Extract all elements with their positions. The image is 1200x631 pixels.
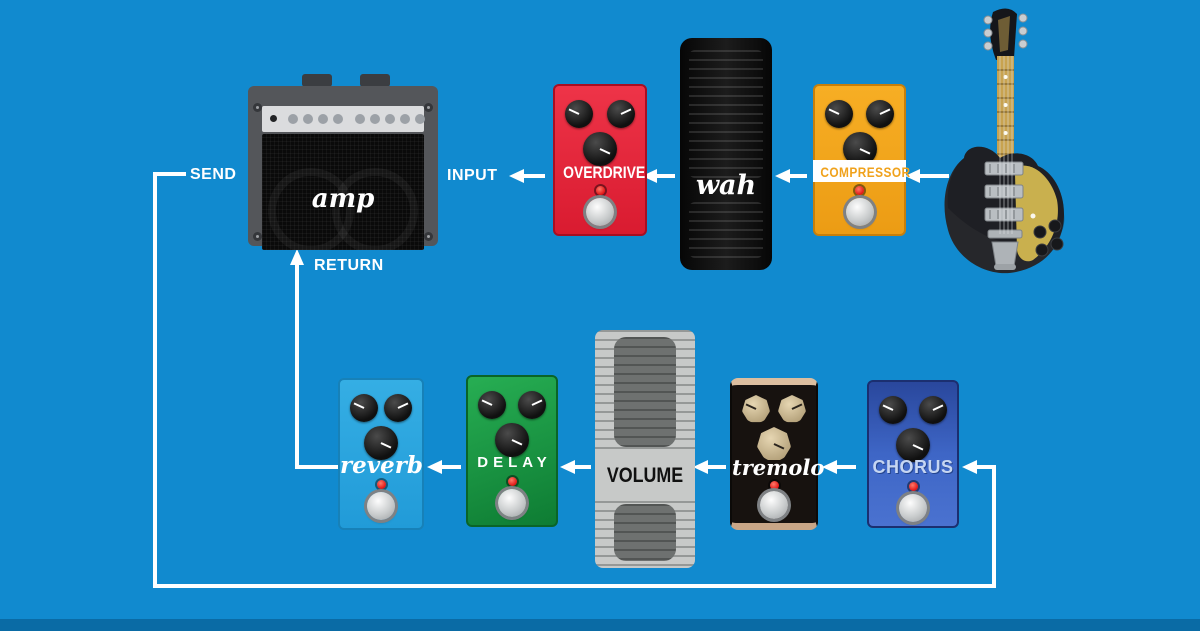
guitar-bridge: [987, 229, 1023, 270]
led-indicator: [908, 482, 918, 491]
compressor-pedal: COMPRESSOR: [813, 84, 911, 236]
knob-icon: [478, 391, 506, 419]
electric-guitar: [944, 8, 1065, 274]
amp-knob: [288, 114, 298, 124]
guitar-tuners: [983, 13, 1028, 51]
overdrive-label: OVERDRIVE: [563, 163, 646, 182]
tremolo-pedal: tremolo: [730, 378, 825, 530]
footswitch: [760, 491, 788, 519]
footer-strip: [0, 619, 1200, 631]
guitar-amp: amp: [248, 74, 438, 250]
footswitch: [845, 198, 874, 226]
knob-icon: [518, 391, 546, 419]
return-wire: [295, 260, 338, 469]
amp-grille: amp: [262, 134, 424, 250]
amp-frame: amp: [248, 86, 438, 250]
knob-icon: [757, 427, 791, 460]
treadle-pad: [614, 337, 676, 447]
led-indicator: [376, 480, 386, 489]
guitar-pickguard: [1015, 165, 1058, 262]
wah-label: wah: [695, 170, 757, 201]
compressor-label: COMPRESSOR: [820, 165, 911, 180]
knob-icon: [919, 396, 947, 424]
amp-knob: [415, 114, 425, 124]
amp-knob: [355, 114, 365, 124]
knob-icon: [565, 100, 593, 128]
knob-icon: [879, 396, 907, 424]
amp-knob: [303, 114, 313, 124]
footswitch: [367, 492, 395, 520]
send-arrowhead-icon: [962, 460, 977, 474]
knob-icon: [350, 394, 378, 422]
screw-icon: [253, 232, 262, 241]
return-arrowhead-icon: [290, 249, 304, 265]
knob-icon: [495, 423, 529, 457]
volume-pedal: VOLUME: [595, 330, 695, 568]
overdrive-pedal: OVERDRIVE: [553, 84, 647, 236]
led-indicator: [507, 477, 517, 486]
screw-icon: [424, 232, 433, 241]
amp-knob: [400, 114, 410, 124]
footswitch: [899, 494, 927, 522]
amp-input-jack: [270, 115, 277, 122]
led-indicator: [855, 186, 864, 195]
footswitch: [586, 198, 614, 226]
amp-knob: [385, 114, 395, 124]
knob-icon: [778, 395, 806, 423]
knob-icon: [583, 132, 617, 166]
treadle-ridges: [689, 202, 763, 258]
treadle-pad: [614, 504, 676, 561]
return-label: RETURN: [314, 257, 384, 274]
chorus-label: CHORUS: [872, 457, 954, 477]
reverb-label: reverb: [340, 452, 423, 479]
amp-control-panel: [262, 106, 425, 132]
knob-icon: [607, 100, 635, 128]
footswitch: [498, 489, 526, 517]
speaker-icon: [332, 168, 418, 250]
input-label: INPUT: [447, 167, 498, 184]
tremolo-label: tremolo: [732, 455, 825, 480]
delay-pedal: DELAY: [466, 375, 558, 527]
amp-knob: [318, 114, 328, 124]
amp-knob: [333, 114, 343, 124]
knob-icon: [825, 100, 853, 128]
wah-pedal: wah: [680, 38, 772, 270]
chorus-pedal: CHORUS: [867, 380, 959, 528]
screw-icon: [424, 103, 433, 112]
knob-icon: [866, 100, 894, 128]
label-band: [595, 450, 695, 500]
led-indicator: [769, 481, 779, 490]
amp-handle: [360, 74, 390, 87]
guitar-strings: [999, 56, 1013, 234]
delay-label: DELAY: [477, 454, 552, 471]
guitar-knobs: [1030, 213, 1064, 257]
treadle-ridges: [689, 50, 763, 178]
knob-icon: [742, 395, 770, 423]
knob-icon: [364, 426, 398, 460]
amp-label: amp: [311, 184, 375, 214]
amp-handle: [302, 74, 332, 87]
reverb-pedal: reverb: [338, 378, 424, 530]
led-indicator: [595, 186, 605, 195]
knob-icon: [384, 394, 412, 422]
knob-icon: [896, 428, 930, 462]
volume-label: VOLUME: [606, 464, 684, 487]
label-band: [813, 160, 906, 182]
send-label: SEND: [190, 166, 237, 183]
amp-knob: [370, 114, 380, 124]
screw-icon: [253, 103, 262, 112]
